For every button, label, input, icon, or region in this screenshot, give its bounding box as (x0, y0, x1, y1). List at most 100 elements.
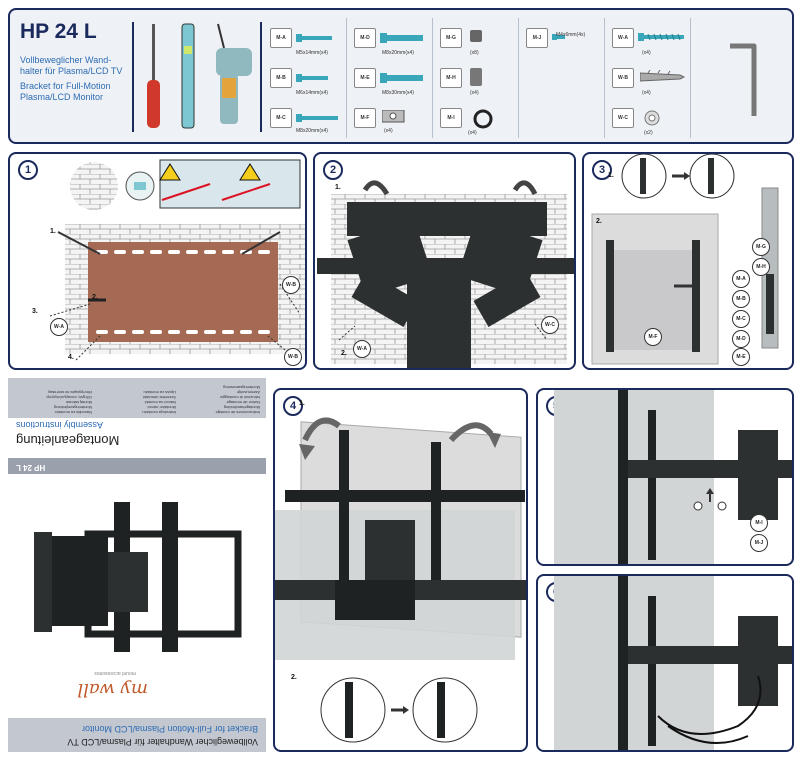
part-bag: M-A (270, 28, 292, 48)
callout-wc: W-C (541, 316, 559, 334)
part-label: M4x6mm(4x) (556, 32, 586, 38)
part-label: (x4) (642, 90, 651, 96)
parts-divider (518, 18, 519, 138)
substep-label: 1. (299, 400, 305, 407)
divider-line (132, 22, 134, 132)
washer-icon (644, 110, 660, 126)
callout-mb: M-B (732, 290, 750, 308)
step-number: 1 (18, 160, 38, 180)
divider-line-2 (260, 22, 262, 132)
spacer-icon (470, 30, 482, 42)
wall-plate-illustration (317, 180, 574, 368)
part-bag: M-C (270, 108, 292, 128)
substep-label: 2. (92, 294, 98, 301)
substep-label: 2. (291, 674, 297, 681)
part-label: (x4) (470, 90, 479, 96)
substep-label: 1. (608, 172, 614, 179)
drill-icon (216, 23, 252, 124)
allen-key-icon (730, 43, 757, 116)
substep-label: 1. (335, 184, 341, 191)
ring-clip-icon (473, 109, 493, 129)
product-photo (34, 502, 242, 652)
screw-icon (552, 34, 565, 40)
part-label: M6x14mm(x4) (296, 90, 328, 96)
screw-icon (296, 74, 328, 82)
washer-plate-icon (382, 110, 405, 123)
part-label: (x8) (470, 50, 479, 56)
callout-md: M-D (732, 330, 750, 348)
cover-bottom-de: Vollbeweglicher Wandhalter für Plasma/LC… (67, 737, 258, 747)
callout-wa: W-A (353, 340, 371, 358)
lag-bolt-icon (638, 33, 684, 41)
wall-drilling-illustration (49, 159, 305, 361)
part-bag: M-J (526, 28, 548, 48)
callout-mg: M-G (752, 238, 770, 256)
substep-label: 2. (341, 350, 347, 357)
parts-divider (690, 18, 691, 138)
part-label: (x4) (468, 130, 477, 136)
tools-illustration (147, 23, 252, 129)
parts-header-panel: HP 24 L Vollbeweglicher Wand- halter für… (8, 8, 794, 144)
desc-de-1: Vollbeweglicher Wand- (20, 55, 112, 65)
callout-mc: M-C (732, 310, 750, 328)
part-label: (x4) (384, 128, 393, 134)
cable-management-illustration (554, 576, 792, 750)
model-title: HP 24 L (20, 20, 97, 43)
screwdriver-icon (147, 24, 160, 128)
spacer-icon (470, 68, 482, 86)
part-label: (x4) (642, 50, 651, 56)
step-5-panel: 5 M-I M-J (536, 388, 794, 566)
callout-me: M-E (732, 348, 750, 366)
substep-label: 1. (50, 228, 56, 235)
part-bag: W-C (612, 108, 634, 128)
callout-mh: M-H (752, 258, 770, 276)
part-bag: M-B (270, 68, 292, 88)
cover-bottom-en: Bracket for Full-Motion Plasma/LCD Monit… (81, 724, 258, 734)
cover-subtitle: Assembly instructions (16, 420, 104, 430)
cover-model-band (8, 458, 266, 474)
callout-wa: W-A (50, 318, 68, 336)
step-6-panel: 6 (536, 574, 794, 752)
hang-tv-illustration (275, 417, 526, 743)
part-label: M5x14mm(x4) (296, 50, 328, 56)
wall-anchor-icon (640, 70, 686, 82)
step-2-panel: 2 1. 2. W-A W-C (313, 152, 576, 370)
step-3-panel: 3 1. 2. M-G M-H M-A M-B M-C M-D M-E M-F (582, 152, 794, 370)
part-bag: M-G (440, 28, 462, 48)
desc-en-1: Bracket for Full-Motion (20, 81, 111, 91)
callout-mj: M-J (750, 534, 768, 552)
cover-page: Vollbeweglicher Wandhalter für Plasma/LC… (8, 378, 266, 752)
brand-sub: mount accessories (94, 670, 136, 676)
screw-icon (296, 114, 338, 122)
part-label: M8x20mm(x4) (296, 128, 328, 134)
level-icon (181, 23, 195, 129)
brand-logo: my wall (77, 679, 148, 700)
desc-de-2: halter für Plasma/LCD TV (20, 66, 123, 76)
desc-en-2: Plasma/LCD Monitor (20, 92, 104, 102)
parts-divider (604, 18, 605, 138)
part-bag: W-B (612, 68, 634, 88)
part-label: M8x20mm(x4) (382, 50, 414, 56)
secure-tv-illustration (554, 390, 792, 564)
screw-icon (380, 73, 423, 83)
part-bag: W-A (612, 28, 634, 48)
step-number: 4 (283, 396, 303, 416)
callout-mf: M-F (644, 328, 662, 346)
parts-divider (346, 18, 347, 138)
step-1-panel: 1 1. 2. 3. 4. W-A W-B W-B (8, 152, 307, 370)
step-4-panel: 4 1. 2. (273, 388, 528, 752)
part-bag: M-E (354, 68, 376, 88)
step-number: 3 (592, 160, 612, 180)
parts-divider (432, 18, 433, 138)
screw-icon (380, 33, 423, 43)
callout-wb: W-B (282, 276, 300, 294)
part-label: M8x30mm(x4) (382, 90, 414, 96)
cover-title: Montageanleitung (16, 433, 120, 448)
substep-label: 3. (32, 308, 38, 315)
part-bag: M-H (440, 68, 462, 88)
substep-label: 4. (68, 354, 74, 361)
